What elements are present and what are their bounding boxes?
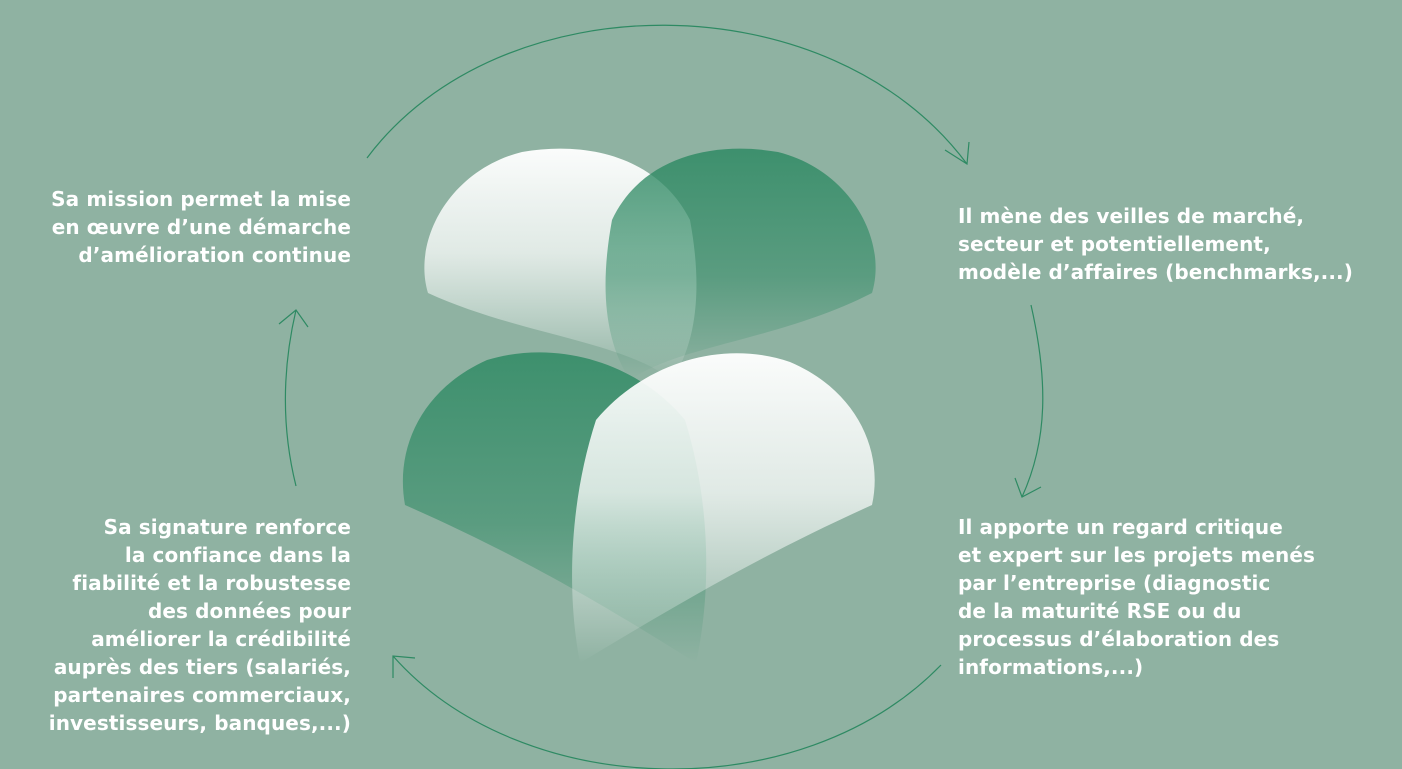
step-bottom-right-line-4: de la maturité RSE ou du	[958, 599, 1242, 623]
step-bottom-left-line-3: fiabilité et la robustesse	[72, 571, 351, 595]
arc-right	[1021, 304, 1044, 498]
step-bottom-right-line-5: processus d’élaboration des	[958, 627, 1280, 651]
arrow-head-top	[944, 141, 970, 166]
step-bottom-right-line-1: Il apporte un regard critique	[958, 515, 1283, 539]
arrow-head-left	[278, 309, 309, 328]
step-bottom-left-caption: Sa signature renforce la confiance dans …	[49, 513, 351, 737]
petal-bottom-right	[572, 353, 875, 663]
step-top-left-line-3: d’amélioration continue	[78, 243, 351, 267]
step-top-left-line-2: en œuvre d’une démarche	[51, 215, 351, 239]
step-bottom-left-line-5: améliorer la crédibilité	[91, 627, 351, 651]
petals	[402, 148, 876, 663]
step-top-right-line-1: Il mène des veilles de marché,	[958, 204, 1305, 228]
step-bottom-left-line-8: investisseurs, banques,...)	[48, 711, 351, 735]
step-top-left-caption: Sa mission permet la mise en œuvre d’une…	[51, 185, 351, 269]
step-bottom-left-line-4: des données pour	[147, 599, 351, 623]
step-bottom-left-line-6: auprès des tiers (salariés,	[53, 655, 351, 679]
step-top-left-line-1: Sa mission permet la mise	[51, 187, 351, 211]
step-bottom-left-line-2: la confiance dans la	[124, 543, 351, 567]
step-bottom-left-line-7: partenaires commerciaux,	[53, 683, 351, 707]
arc-left	[284, 309, 297, 487]
arrow-head-right	[1014, 477, 1042, 498]
step-top-right-line-3: modèle d’affaires (benchmarks,...)	[958, 260, 1353, 284]
step-bottom-right-line-3: par l’entreprise (diagnostic	[958, 571, 1271, 595]
arc-bottom	[392, 655, 942, 769]
arc-top	[366, 24, 968, 165]
step-top-right-caption: Il mène des veilles de marché, secteur e…	[958, 202, 1353, 286]
step-top-right-line-2: secteur et potentiellement,	[958, 232, 1271, 256]
arrow-head-bottom	[392, 655, 416, 678]
step-bottom-right-line-6: informations,...)	[958, 655, 1144, 679]
step-bottom-right-line-2: et expert sur les projets menés	[958, 543, 1316, 567]
step-bottom-right-caption: Il apporte un regard critique et expert …	[958, 513, 1315, 681]
step-bottom-left-line-1: Sa signature renforce	[103, 515, 351, 539]
petal-top-right	[605, 148, 876, 380]
